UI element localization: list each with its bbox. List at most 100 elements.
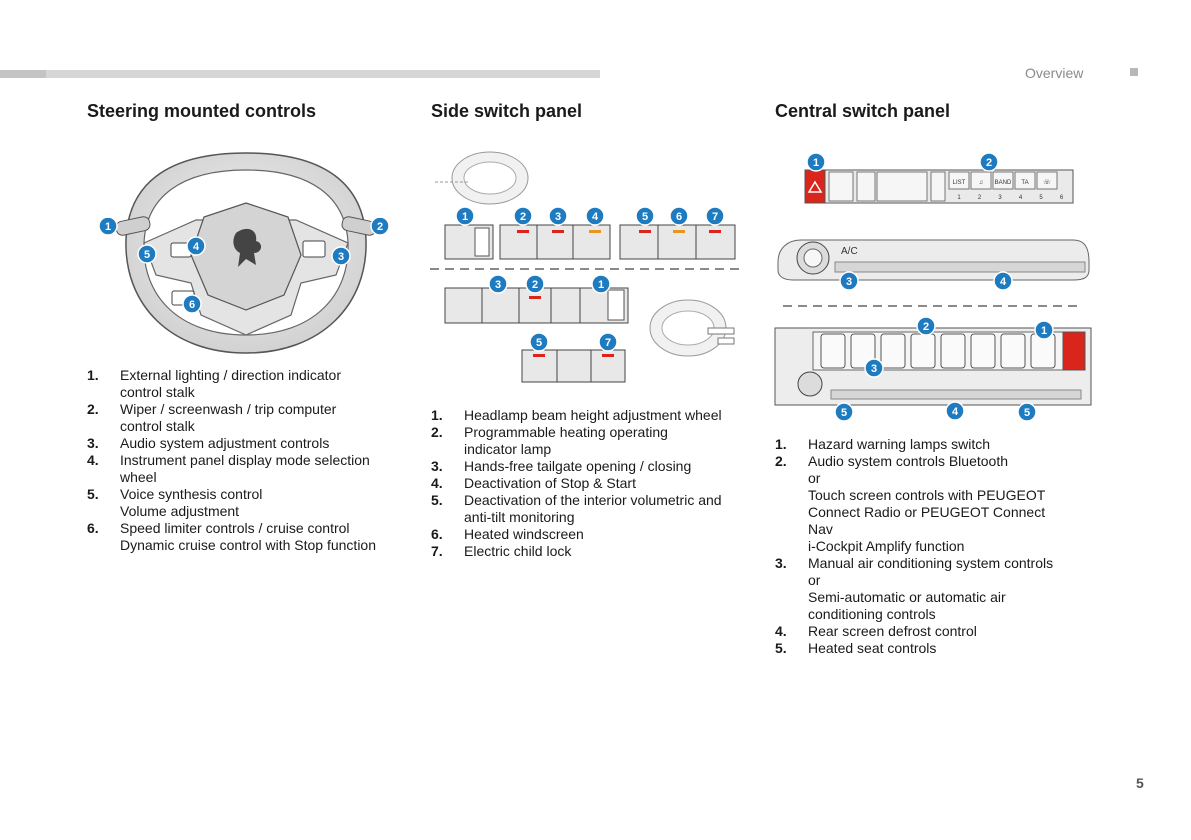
preset-number: 6 [1060,195,1064,201]
preset-number: 3 [998,195,1002,201]
list-item: 5. Heated seat controls [775,640,1105,657]
item-text: Speed limiter controls / cruise control [120,520,350,536]
side-title: Side switch panel [431,101,583,121]
item-text: control stalk [120,418,195,434]
item-text: Programmable heating operating [464,424,668,440]
item-text: Touch screen controls with PEUGEOT [808,487,1046,503]
callout-badge: 3 [488,274,508,294]
indicator-lamp [552,230,564,233]
item-number: 3. [431,458,443,474]
callout-number: 6 [189,299,195,311]
list-item: 3.Manual air conditioning system control… [775,555,1105,623]
callout-number: 5 [841,407,847,419]
preset-number: 1 [957,195,961,201]
item-text: i-Cockpit Amplify function [808,538,965,554]
callout-badge: 7 [705,206,725,226]
callout-number: 5 [1024,407,1030,419]
callout-badge: 3 [548,206,568,226]
callout-number: 7 [712,211,718,223]
side-switch-illustration [430,151,745,383]
callout-number: 2 [986,157,992,169]
central-title: Central switch panel [775,101,951,121]
item-text: indicator lamp [464,441,552,457]
callout-badge: 2 [979,152,999,172]
list-item: 1.Headlamp beam height adjustment wheel [431,407,761,424]
callout-number: 4 [193,241,200,253]
climate-switch [880,333,906,369]
callout-badge: 1 [806,152,826,172]
callout-badge: 4 [945,401,965,421]
section-label: Overview [1025,65,1084,81]
list-item: 1. Hazard warning lamps switch [775,436,1105,453]
callout-badge: 4 [585,206,605,226]
ac-label: A/C [841,246,858,257]
callout-number: 4 [1000,276,1007,288]
item-number: 1. [87,367,99,383]
item-number: 1. [775,436,787,452]
callout-badge: 5 [137,244,157,264]
preset-number: 2 [978,195,982,201]
item-text: Hazard warning lamps switch [808,436,991,452]
callout-number: 7 [605,337,611,349]
steering-title: Steering mounted controls [87,101,317,121]
callout-badge: 5 [834,402,854,422]
indicator-lamp [602,354,614,357]
item-text: Nav [808,521,833,537]
callout-number: 4 [952,406,959,418]
callout-number: 3 [846,276,852,288]
item-text: Dynamic cruise control with Stop functio… [120,537,376,553]
callout-badge: 2 [370,218,390,236]
climate-switch [820,333,846,369]
callout-badge: 1 [99,218,118,236]
audio-button [970,171,992,190]
callout-number: 2 [532,279,538,291]
item-number: 6. [431,526,443,542]
climate-switch [970,333,996,369]
callout-number: 5 [144,249,150,261]
item-number: 5. [87,486,99,502]
list-item: 7.Electric child lock [431,543,761,560]
indicator-lamp [533,354,545,357]
audio-button-label: ☏ [1043,179,1051,186]
climate-switch [850,333,876,369]
preset-number: 4 [1019,195,1023,201]
callout-badge: 3 [331,246,351,266]
callout-badge: 5 [635,206,655,226]
callout-number: 6 [676,211,682,223]
indicator-lamp [589,230,601,233]
section-marker [1130,68,1138,76]
item-number: 5. [775,640,787,656]
list-item: 3.Audio system adjustment controls [87,435,407,452]
preset-number: 5 [1039,195,1043,201]
item-text: Heated seat controls [808,640,937,656]
item-text: Hands-free tailgate opening / closing [464,458,692,474]
central-callouts: 1 2 3 4 2 1 3 5 4 5 [806,152,1054,422]
callout-number: 1 [598,279,604,291]
list-item: 5.Deactivation of the interior volumetri… [431,492,761,526]
callout-number: 3 [338,251,344,263]
callout-badge: 6 [182,294,202,314]
item-text: Connect Radio or PEUGEOT Connect [808,504,1046,520]
item-text: Deactivation of the interior volumetric … [464,492,722,508]
callout-badge: 5 [1017,402,1037,422]
item-text: or [808,572,821,588]
audio-button-label: BAND [995,180,1012,186]
callout-badge: 1 [591,274,611,294]
item-text: Wiper / screenwash / trip computer [120,401,337,417]
callout-badge: 6 [669,206,689,226]
callout-badge: 2 [916,316,936,336]
callout-number: 1 [105,221,111,233]
item-text: Manual air conditioning system controls [808,555,1054,571]
page-number: 5 [1136,775,1144,791]
list-item: 4.Rear screen defrost control [775,623,1105,640]
item-text: External lighting / direction indicator [120,367,342,383]
audio-button [1036,171,1058,190]
callout-badge: 2 [513,206,533,226]
callout-number: 3 [871,363,877,375]
